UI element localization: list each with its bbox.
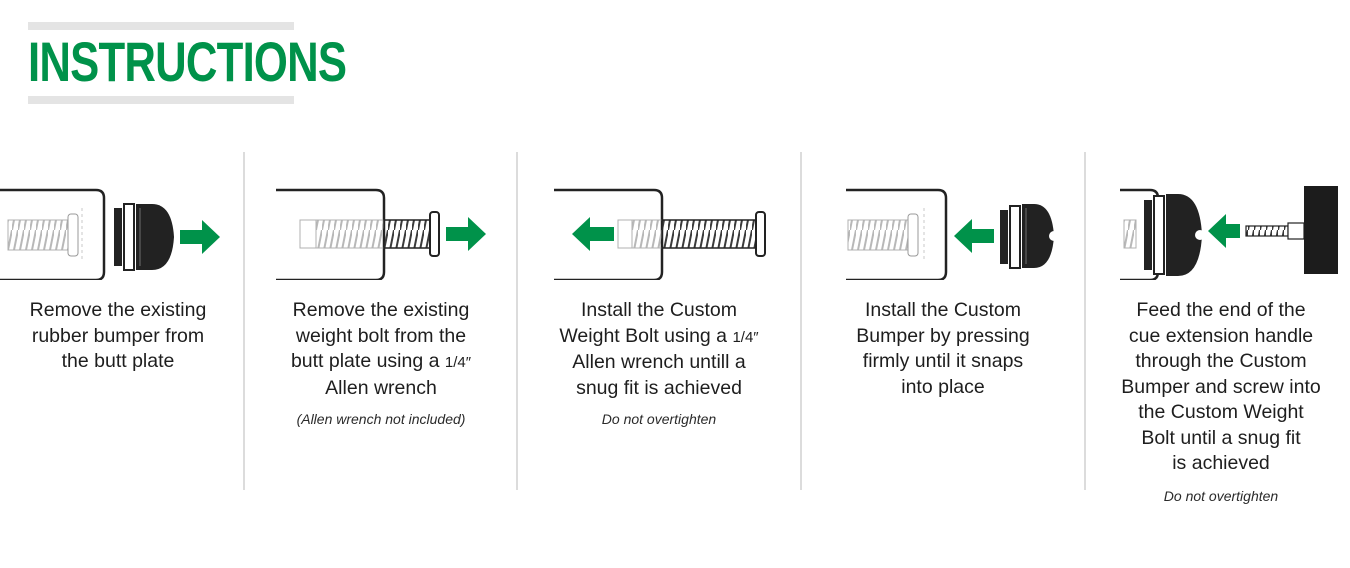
arrow-left-icon	[1208, 214, 1240, 248]
step-5-text: Feed the end of the cue extension handle…	[1092, 298, 1350, 477]
step-2-line-1: Remove the existing	[292, 299, 470, 321]
extension-handle-icon	[1245, 186, 1338, 274]
step-2: Remove the existing weight bolt from the…	[250, 0, 512, 568]
arrow-left-icon	[572, 217, 614, 251]
step-3-text: Install the Custom Weight Bolt using a 1…	[524, 298, 794, 401]
divider-3	[800, 152, 802, 490]
step-4-line-1: Install the Custom	[864, 299, 1022, 321]
step-4-text: Install the Custom Bumper by pressing fi…	[808, 298, 1078, 400]
step-4-line-3: firmly until it snaps	[862, 350, 1024, 372]
step-5-line-3: through the Custom	[1135, 350, 1307, 372]
step-5-note: Do not overtighten	[1163, 488, 1279, 504]
step-5: Feed the end of the cue extension handle…	[1092, 0, 1350, 568]
title-bar-bottom	[28, 96, 294, 104]
weight-bolt-icon	[383, 211, 440, 257]
step-3: Install the Custom Weight Bolt using a 1…	[524, 0, 794, 568]
step-1-line-2: rubber bumper from	[31, 324, 205, 347]
title-bar-top	[28, 22, 294, 30]
divider-4	[1084, 152, 1086, 490]
step-4-line-2: Bumper by pressing	[856, 324, 1030, 347]
step-2-line-2: weight bolt from the	[295, 324, 467, 347]
step-3-note: Do not overtighten	[601, 411, 717, 427]
divider-2	[516, 152, 518, 490]
step-5-line-6: Bolt until a snug fit	[1141, 426, 1301, 449]
step-5-line-5: the Custom Weight	[1138, 401, 1304, 423]
step-4-line-4: into place	[901, 375, 985, 398]
step-2-note: (Allen wrench not included)	[296, 411, 466, 427]
step-1-line-3: the butt plate	[61, 350, 175, 372]
step-1-text: Remove the existing rubber bumper from t…	[0, 298, 236, 375]
step-5-line-2: cue extension handle	[1128, 324, 1314, 347]
step-5-illustration	[1120, 186, 1338, 280]
step-5-line-7: is achieved	[1172, 452, 1270, 474]
step-1: Remove the existing rubber bumper from t…	[0, 0, 236, 568]
fraction-quarter-inch: 1/4″	[444, 354, 472, 371]
step-2-illustration	[276, 188, 486, 280]
step-2-line-4: Allen wrench	[325, 376, 437, 399]
cue-butt-with-bumper-icon	[1120, 188, 1205, 280]
cue-butt-icon	[276, 188, 386, 280]
arrow-right-icon	[180, 220, 220, 254]
fraction-quarter-inch: 1/4″	[732, 328, 759, 346]
step-3-line-3: Allen wrench untill a	[572, 351, 746, 373]
step-5-line-1: Feed the end of the	[1136, 299, 1306, 321]
step-2-line-3: butt plate using a 1/4″	[290, 350, 472, 372]
custom-weight-bolt-icon	[661, 211, 766, 257]
cue-butt-icon	[846, 188, 948, 280]
arrow-left-icon	[954, 219, 994, 253]
step-5-line-4: Bumper and screw into	[1121, 375, 1321, 398]
step-3-line-1: Install the Custom	[580, 299, 738, 321]
step-4: Install the Custom Bumper by pressing fi…	[808, 0, 1078, 568]
step-3-line-4: snug fit is achieved	[576, 376, 742, 399]
step-3-line-2: Weight Bolt using a 1/4″	[559, 324, 759, 347]
title-block: INSTRUCTIONS	[28, 22, 347, 104]
divider-1	[243, 152, 245, 490]
step-1-line-1: Remove the existing	[29, 299, 207, 321]
custom-bumper-icon	[1000, 204, 1059, 269]
cue-butt-icon	[0, 188, 106, 280]
arrow-right-icon	[446, 217, 486, 251]
step-1-illustration	[0, 188, 220, 280]
step-3-illustration	[554, 188, 766, 280]
rubber-bumper-icon	[114, 203, 174, 271]
step-4-illustration	[846, 188, 1059, 280]
step-2-text: Remove the existing weight bolt from the…	[250, 298, 512, 401]
